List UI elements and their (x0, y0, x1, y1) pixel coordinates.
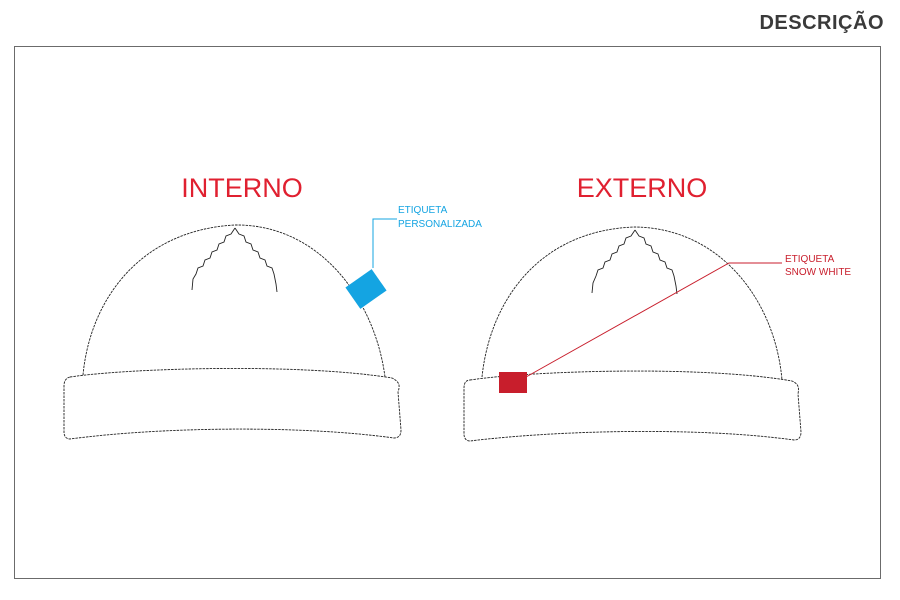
internal-callout-line (372, 218, 397, 268)
external-title: EXTERNO (577, 173, 708, 203)
snow-white-label-tag (499, 372, 527, 393)
external-beanie-seam-right (634, 229, 678, 295)
external-beanie (463, 226, 802, 442)
internal-beanie-cuff (63, 367, 402, 440)
internal-beanie-crown (82, 224, 386, 378)
custom-label-tag (345, 269, 387, 309)
internal-beanie-seam-right (234, 227, 278, 293)
internal-title: INTERNO (181, 173, 303, 203)
internal-callout-label-line1: ETIQUETA (398, 205, 448, 216)
internal-beanie-seam-left (191, 227, 236, 291)
external-beanie-seam-left (591, 229, 636, 294)
external-beanie-crown (481, 226, 783, 381)
page-title: DESCRIÇÃO (759, 12, 884, 34)
internal-callout-label-line2: PERSONALIZADA (398, 219, 482, 230)
external-callout-label-line2: SNOW WHITE (785, 267, 851, 278)
external-callout-label-line1: ETIQUETA (785, 254, 835, 265)
internal-beanie (63, 224, 402, 440)
external-callout-line (525, 262, 782, 378)
diagram-frame (14, 46, 881, 579)
external-beanie-cuff (463, 370, 802, 442)
